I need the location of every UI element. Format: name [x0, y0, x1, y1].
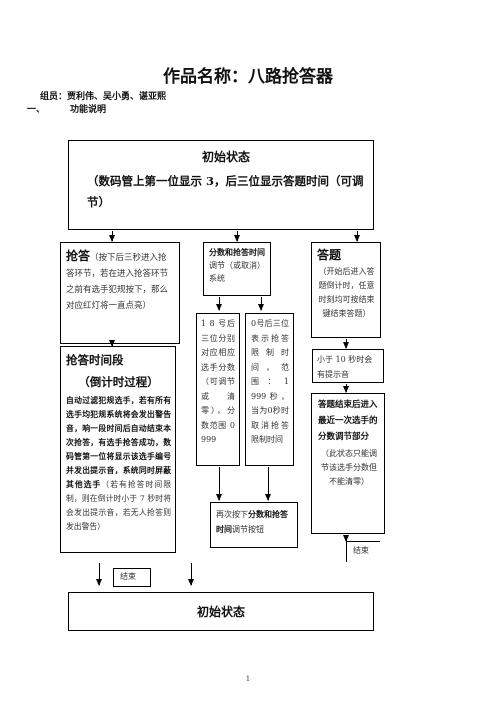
after-answer-box: 答题结束后进入最近一次选手的分数调节部分 （此状态只能调节该选手分数但不能清零）: [311, 393, 385, 534]
arrow-repress-to-initial: [188, 563, 194, 586]
arrow-warn-to-after-answer: [343, 384, 349, 393]
arrow-time-display-to-repress: [265, 467, 271, 501]
page-title: 作品名称：八路抢答器: [163, 67, 333, 87]
end-right-box: 结束: [346, 541, 380, 562]
arrow-answer-to-countdown: [109, 340, 115, 347]
initial-state-bottom-box: 初始状态: [68, 592, 374, 631]
page-number: 1: [245, 675, 251, 683]
countdown-box: 抢答时间段 （倒计时过程） 自动过滤犯规选手，若有所有选手均犯规系统将会发出警告…: [60, 346, 176, 553]
arrow-initial-to-score-time: [234, 231, 240, 242]
warn-text: 小于 10 秒时会有提示音: [317, 355, 373, 379]
arrow-score-to-right-detail: [258, 297, 264, 311]
warn-box: 小于 10 秒时会有提示音: [312, 349, 384, 383]
arrow-countdown-to-end: [96, 563, 102, 586]
score-time-desc: 调节（或取消）系统: [209, 261, 265, 283]
members-line: 组员：贾利伟、吴小勇、谌亚熙: [40, 92, 167, 102]
answer-desc: （按下后三秒进入抢答环节，若在进入抢答环节之前有选手犯规按下，那么对应红灯将一直…: [66, 253, 169, 311]
countdown-desc: （若有抢答时间限制，则在倒计时小于 7 秒时将会发出提示音，若无人抢答则发出警告…: [66, 480, 172, 531]
end-left-box: 结束: [113, 568, 151, 587]
arrow-initial-to-answering: [354, 231, 360, 242]
answering-box: 答题 （开始后进入答题倒计时，任意时刻均可按结束键结束答题）: [311, 242, 381, 338]
repress-rest: 调节按钮: [232, 525, 264, 534]
score-display-text: 1 8 号后三位分别对应相应选手分数（可调节或清零），分数范围 0 999: [201, 319, 235, 444]
countdown-title: 抢答时间段: [66, 353, 124, 367]
arrow-answering-to-warn: [343, 339, 349, 349]
initial-state-desc: （数码管上第一位显示 3，后三位显示答题时间（可调节）: [87, 174, 364, 209]
score-time-box: 分数和抢答时间调节（或取消）系统: [203, 242, 271, 296]
score-display-box: 1 8 号后三位分别对应相应选手分数（可调节或清零），分数范围 0 999: [196, 313, 240, 466]
countdown-bold-text: 自动过滤犯规选手，若有所有选手均犯规系统将会发出警告音，响一段时间后自动结束本次…: [66, 396, 171, 489]
initial-state-box: 初始状态 （数码管上第一位显示 3，后三位显示答题时间（可调节）: [68, 140, 374, 230]
after-answer-desc: （此状态只能调节该选手分数但不能清零）: [321, 449, 377, 486]
time-display-box: 0号后三位表示抢答限制时间，范围：1 999秒，当为0秒时取消抢答限制时间: [245, 313, 294, 466]
repress-box: 再次按下分数和抢答时间调节按钮: [210, 502, 298, 548]
repress-bold: 分数和抢答时间: [216, 509, 288, 534]
section-heading: 功能说明: [70, 105, 107, 115]
arrow-score-display-to-repress: [216, 467, 222, 501]
answering-desc: （开始后进入答题倒计时，任意时刻均可按结束键结束答题）: [318, 267, 375, 318]
end-right-label: 结束: [353, 546, 369, 555]
arrow-score-to-left-detail: [216, 297, 222, 311]
end-left-label: 结束: [120, 572, 136, 581]
arrow-after-answer-to-end: [343, 535, 349, 542]
initial-state-bottom-title: 初始状态: [196, 605, 245, 619]
answering-title: 答题: [317, 248, 342, 262]
initial-state-title: 初始状态: [201, 150, 250, 164]
repress-b1: 再次按下: [216, 510, 248, 519]
answer-box: 抢答（按下后三秒进入抢答环节，若在进入抢答环节之前有选手犯规按下，那么对应红灯将…: [60, 242, 180, 344]
countdown-subtitle: （倒计时过程）: [78, 375, 159, 389]
after-answer-bold: 答题结束后进入最近一次选手的分数调节部分: [318, 400, 378, 442]
arrow-initial-to-answer: [109, 231, 115, 242]
time-display-text: 0号后三位表示抢答限制时间，范围：1 999秒，当为0秒时取消抢答限制时间: [251, 319, 289, 444]
section-number: 一、: [27, 105, 46, 115]
answer-title: 抢答: [66, 249, 91, 263]
score-time-title: 分数和抢答时间: [209, 247, 265, 257]
